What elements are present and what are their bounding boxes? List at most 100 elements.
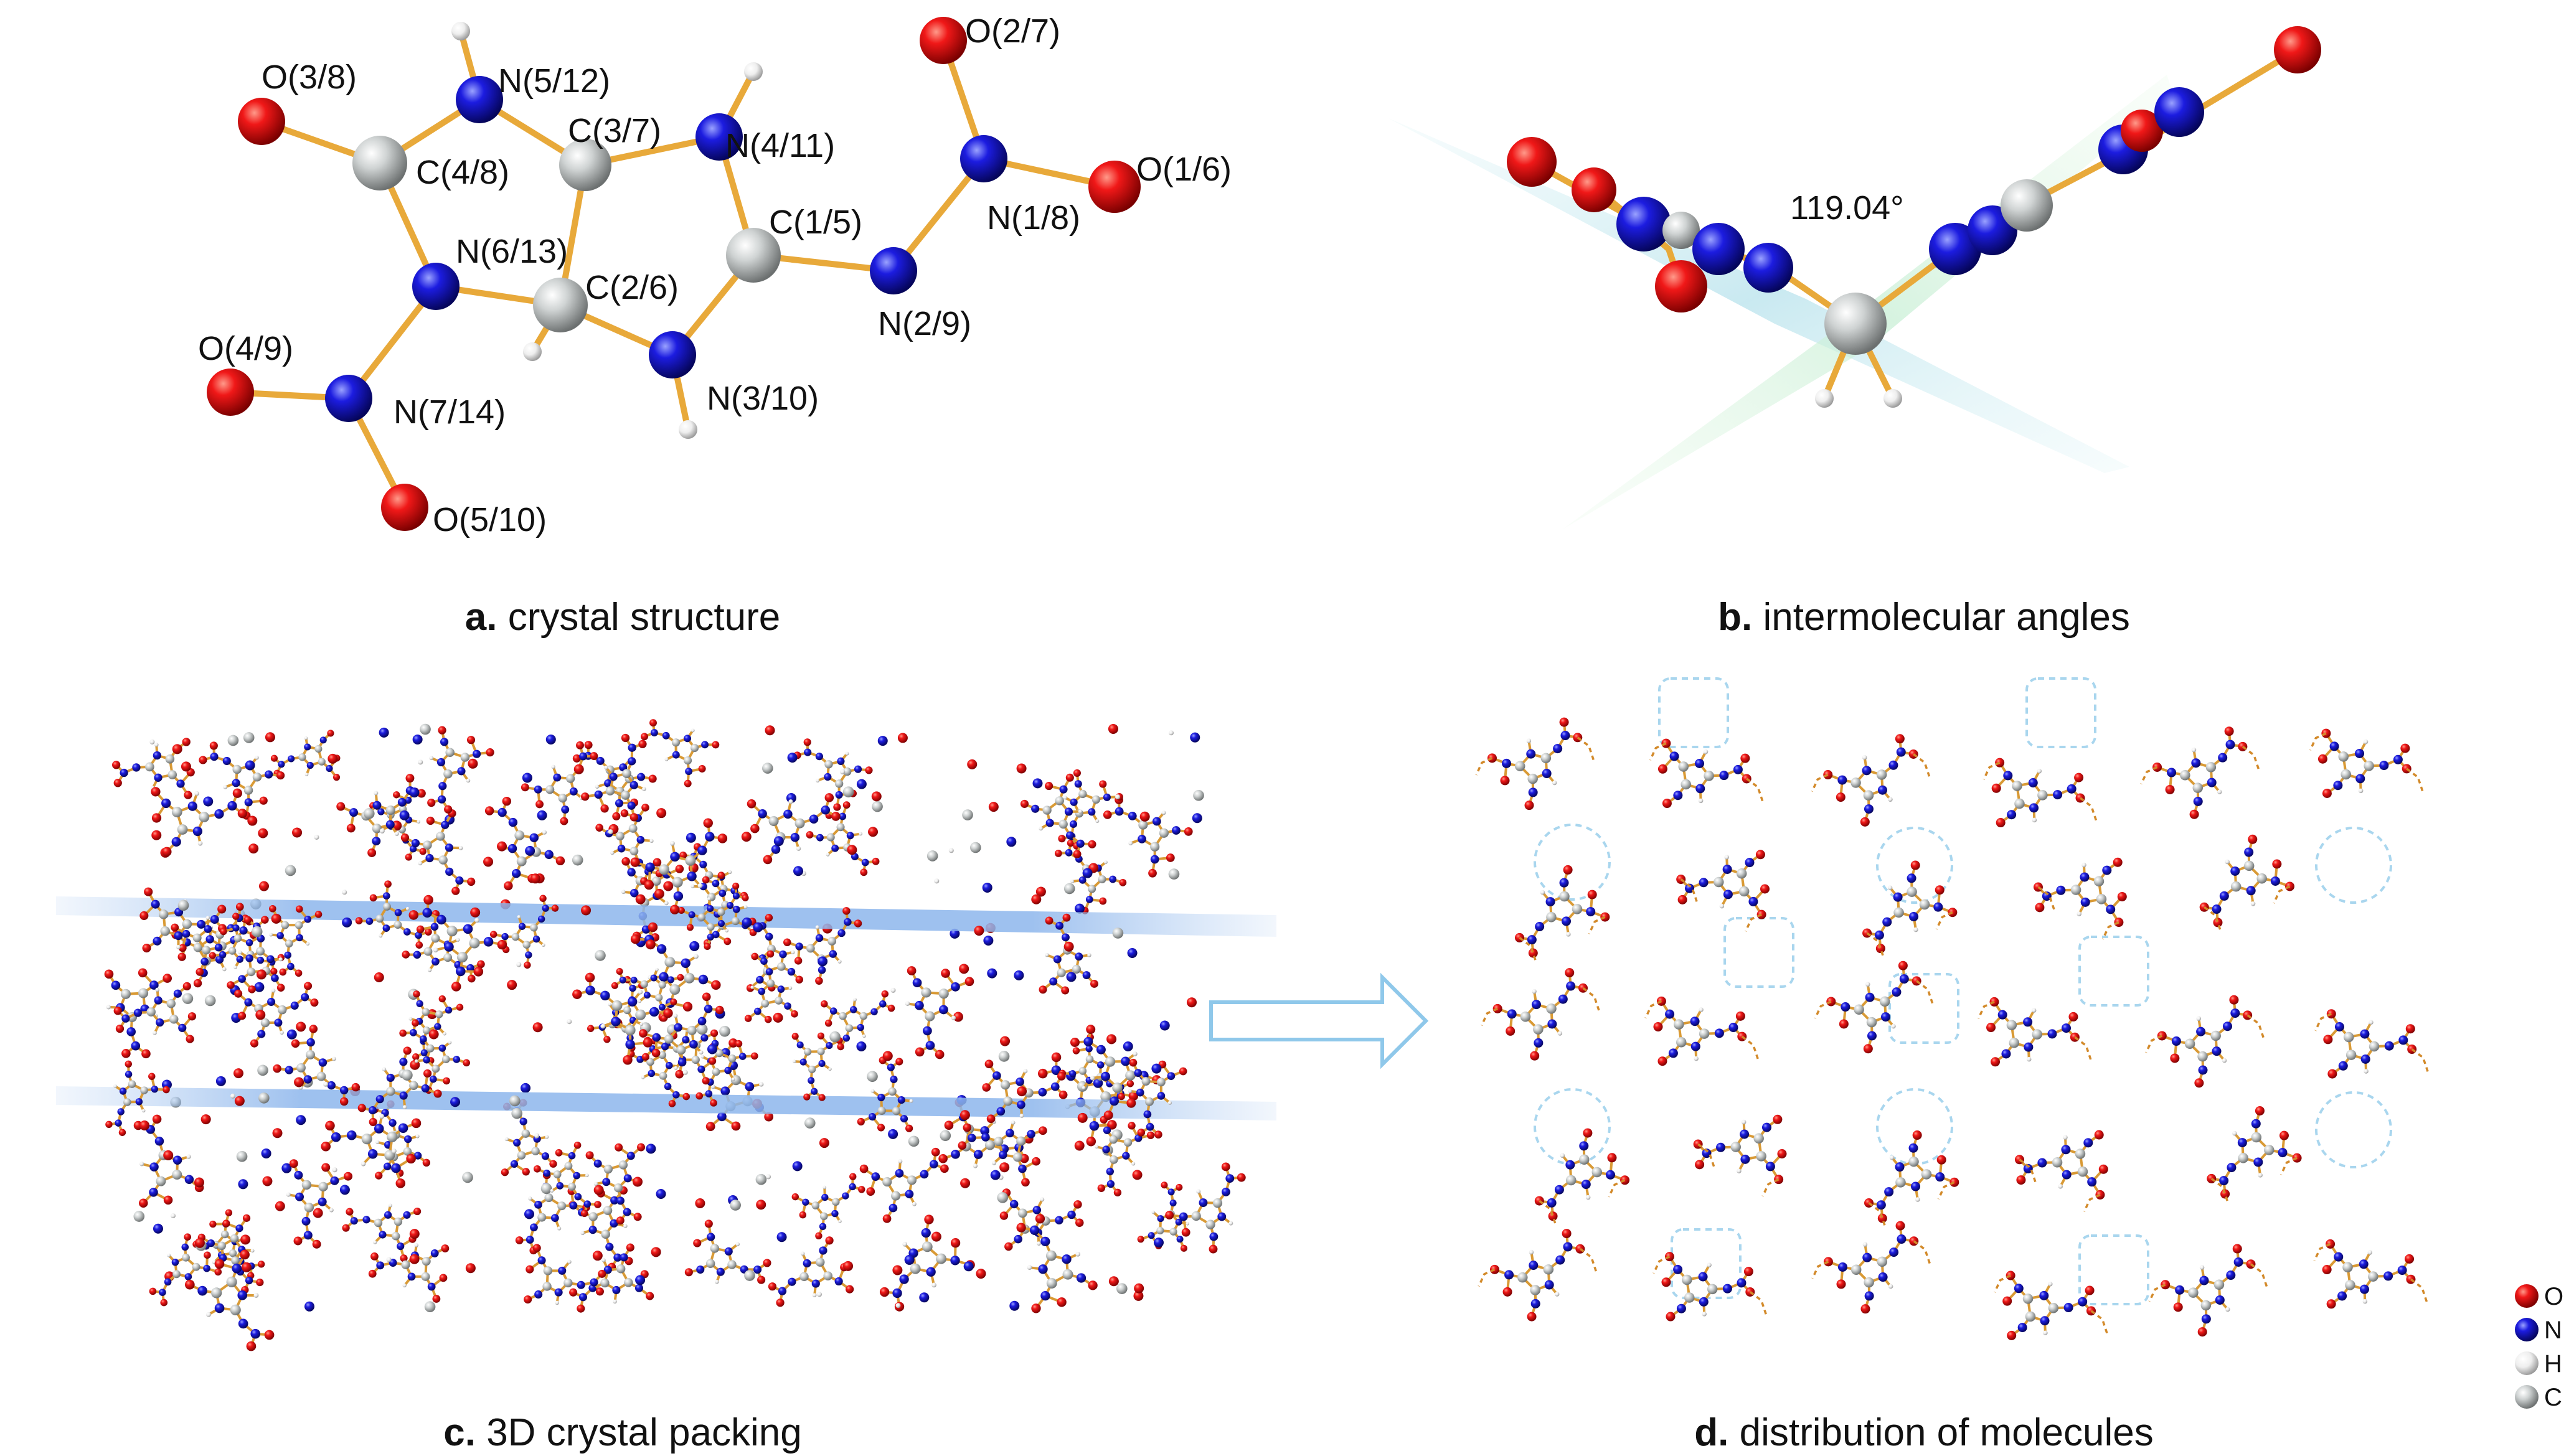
- atom-c: [1866, 1017, 1877, 1028]
- atom-h: [826, 852, 830, 857]
- atom-o: [384, 880, 392, 888]
- atom-c: [409, 1081, 418, 1090]
- atom-n: [754, 1007, 761, 1015]
- atom-n29: [870, 247, 917, 294]
- atom-c: [1854, 1004, 1864, 1015]
- atom-h: [912, 1201, 917, 1206]
- atom-o: [670, 998, 677, 1006]
- atom-n: [1064, 807, 1073, 816]
- atom-n: [1841, 1002, 1850, 1012]
- atom-c: [1543, 1264, 1554, 1275]
- atom-n: [643, 992, 651, 999]
- atom-o: [1773, 1114, 1783, 1124]
- atom-o: [709, 1057, 717, 1065]
- atom-o: [1128, 1091, 1139, 1101]
- atom-n: [430, 1249, 439, 1257]
- atom-n: [612, 1285, 621, 1294]
- atom-h: [1540, 890, 1545, 895]
- atom-c: [744, 1270, 755, 1281]
- atom-n: [1061, 933, 1070, 942]
- atom-n: [2253, 1157, 2263, 1167]
- atom-n: [672, 751, 680, 759]
- atom-c: [1676, 1037, 1687, 1048]
- molecule: [2148, 1244, 2268, 1337]
- atom-c: [158, 909, 169, 919]
- atom-n: [803, 1259, 811, 1268]
- atom-c: [926, 850, 938, 862]
- atom-n: [2393, 754, 2403, 764]
- atom-h: [595, 784, 600, 789]
- atom-n: [376, 1261, 385, 1270]
- atom-c: [877, 1106, 886, 1115]
- atom-h: [230, 1093, 235, 1099]
- atom-n: [603, 1266, 612, 1274]
- atom-o: [259, 796, 268, 805]
- atom-n: [2270, 876, 2280, 886]
- hydrogen-bond: [1937, 1181, 1955, 1200]
- atom-o: [744, 1015, 752, 1022]
- molecule: [1165, 1162, 1246, 1254]
- molecule: [1020, 773, 1096, 858]
- atom-n: [394, 909, 402, 916]
- atom-o: [764, 1015, 772, 1023]
- atom-c: [922, 1241, 933, 1252]
- atom-o38: [238, 98, 285, 145]
- atom-n: [677, 1058, 687, 1067]
- atom-o: [181, 761, 191, 772]
- atom-c: [1141, 1077, 1151, 1086]
- atom-n: [684, 735, 692, 743]
- molecule: [342, 1203, 422, 1262]
- atom-o: [940, 1164, 949, 1173]
- atom-n: [1225, 1174, 1235, 1183]
- atom-h: [474, 918, 479, 923]
- atom-o: [632, 1177, 643, 1187]
- atom-n: [245, 954, 253, 962]
- atom-h: [2250, 901, 2256, 906]
- atom-n: [296, 934, 303, 942]
- atom-n: [2218, 753, 2228, 763]
- atom-h: [141, 1109, 146, 1113]
- atom-n: [304, 915, 312, 923]
- atom-o: [112, 761, 121, 769]
- hydrogen-bond: [1475, 757, 1493, 776]
- atom-n: [787, 967, 796, 976]
- atom-o: [854, 919, 862, 928]
- atom-c: [251, 926, 263, 937]
- atom-n: [133, 1008, 143, 1017]
- molecule-atoms: [207, 17, 1141, 531]
- atom-o: [199, 756, 207, 764]
- molecule: [368, 1243, 450, 1303]
- atom-n: [811, 1087, 818, 1095]
- atom-n: [1101, 1071, 1111, 1081]
- atom-n: [135, 1098, 143, 1106]
- atom-o: [581, 905, 592, 916]
- atom-o: [427, 798, 436, 807]
- atom-o: [1103, 1111, 1113, 1120]
- atom-label: N(1/8): [987, 199, 1080, 237]
- atom-o: [467, 877, 476, 886]
- atom-c: [1055, 796, 1064, 805]
- atom-h: [639, 1022, 644, 1026]
- atom-c: [420, 723, 431, 735]
- atom-n: [1199, 1198, 1208, 1208]
- atom-n: [2199, 1275, 2209, 1285]
- atom-o: [272, 1128, 283, 1139]
- atom-h: [534, 1133, 540, 1139]
- atom-o: [833, 803, 841, 811]
- atom-c: [423, 947, 433, 956]
- atom-o: [178, 944, 187, 952]
- atom-h: [796, 846, 801, 851]
- atom-n: [2024, 1042, 2034, 1052]
- atom-o: [1057, 1072, 1066, 1081]
- void-markers: [1534, 677, 2392, 1305]
- atom-c: [658, 981, 666, 989]
- atom-c: [859, 1012, 868, 1020]
- void-square-marker: [2078, 936, 2149, 1007]
- atom-o: [791, 1010, 798, 1018]
- atom-n: [232, 924, 240, 932]
- atom-n18: [960, 135, 1007, 182]
- atom-o: [171, 923, 179, 932]
- atom-n: [1053, 955, 1062, 964]
- atom-o: [698, 765, 706, 773]
- atom-o: [842, 801, 851, 809]
